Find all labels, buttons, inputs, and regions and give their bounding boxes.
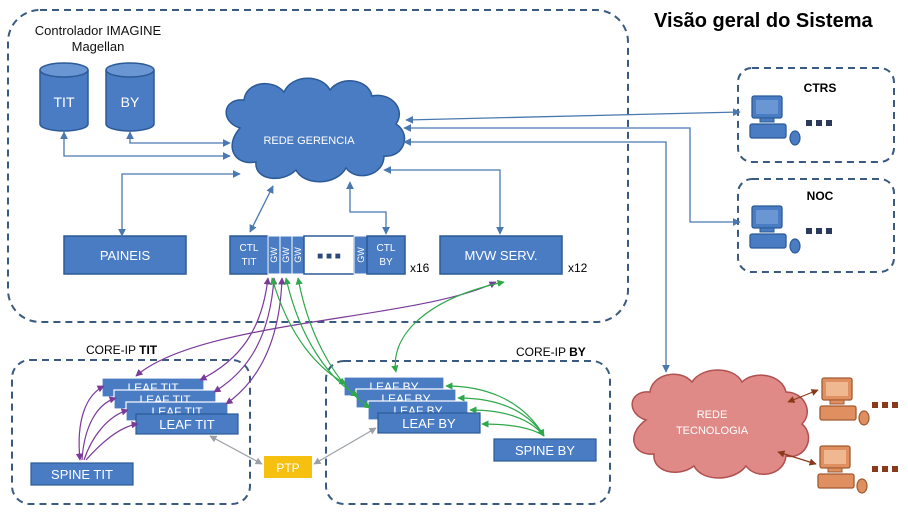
paineis-label: PAINEIS	[100, 248, 151, 263]
noc-group-border	[737, 178, 895, 273]
ctrs-label: CTRS	[804, 81, 837, 95]
ctl-tit-box	[229, 235, 269, 275]
link-paineis	[118, 170, 241, 237]
controller-group-sublabel: Magellan	[72, 39, 125, 54]
rede-gerencia-label: REDE GERENCIA	[263, 135, 355, 147]
link-tecnologia-pc2	[777, 450, 817, 466]
gateway-rack: CTL TIT GW GW GW ■ ■ ■ GW CTL BY	[229, 235, 406, 275]
link-noc	[403, 124, 741, 226]
ctl-by-box	[366, 235, 406, 275]
spine-by-box	[493, 438, 597, 462]
diagram-title: Visão geral do Sistema	[654, 10, 873, 32]
leaf-tit-label-4: LEAF TIT	[159, 417, 214, 432]
paineis-box	[63, 235, 187, 275]
link-ctrs	[405, 108, 741, 124]
gw-label-3: GW	[293, 247, 303, 263]
link-ctl-tit	[249, 185, 274, 233]
spine-tit-box	[30, 462, 134, 486]
noc-label: NOC	[807, 189, 834, 203]
mvw-serv-label: MVW SERV.	[465, 248, 538, 263]
database-by-label: BY	[121, 94, 140, 110]
gw-ellipsis: ■ ■ ■	[317, 251, 341, 262]
link-ptp-by	[313, 427, 377, 465]
ctl-tit-label-2: TIT	[242, 257, 257, 268]
rede-tecnologia-cloud: REDE TECNOLOGIA	[631, 369, 810, 479]
database-tit-label: TIT	[54, 94, 75, 110]
ctl-by-label-1: CTL	[377, 243, 396, 254]
spine-by-label: SPINE BY	[515, 443, 575, 458]
ptp-box	[264, 456, 312, 478]
link-ptp-tit	[209, 435, 263, 465]
gw-label-2: GW	[281, 247, 291, 263]
mvw-multiplier: x12	[568, 261, 588, 275]
gw-label-1: GW	[269, 247, 279, 263]
database-tit-icon: TIT	[39, 62, 89, 132]
core-tit-label: CORE-IP TIT	[86, 343, 158, 357]
ctl-tit-label-1: CTL	[240, 243, 259, 254]
link-ctl-by	[346, 181, 390, 235]
link-mvw	[383, 166, 504, 235]
core-tit-leafs: LEAF TIT LEAF TIT LEAF TIT LEAF TIT	[101, 377, 239, 435]
noc-computer-icon	[749, 205, 832, 254]
database-by-icon: BY	[105, 62, 155, 132]
management-links	[60, 108, 741, 373]
rede-tecnologia-label-2: TECNOLOGIA	[676, 425, 749, 437]
link-tecnologia-pc1	[787, 389, 819, 403]
rede-tecnologia-label-1: REDE	[697, 409, 728, 421]
rede-gerencia-cloud: REDE GERENCIA	[225, 77, 406, 183]
link-db-by	[126, 131, 231, 147]
link-db-tit	[60, 131, 231, 160]
controller-group-label: Controlador IMAGINE	[35, 23, 162, 38]
leaf-by-label-4: LEAF BY	[402, 416, 456, 431]
link-tecnologia	[403, 138, 670, 373]
tecnologia-computer-2-icon	[817, 445, 898, 494]
ctl-by-label-2: BY	[379, 257, 393, 268]
core-tit-group-border	[11, 359, 251, 505]
core-by-label: CORE-IP BY	[516, 345, 586, 359]
gw-label-4: GW	[356, 247, 366, 263]
spine-tit-label: SPINE TIT	[51, 467, 113, 482]
tecnologia-computer-1-icon	[819, 377, 898, 426]
ptp-label: PTP	[276, 461, 299, 475]
core-by-leafs: LEAF BY LEAF BY LEAF BY LEAF BY	[343, 376, 481, 434]
gw-multiplier: x16	[410, 261, 430, 275]
ctrs-computer-icon	[749, 95, 832, 146]
by-fabric-links	[270, 277, 545, 437]
